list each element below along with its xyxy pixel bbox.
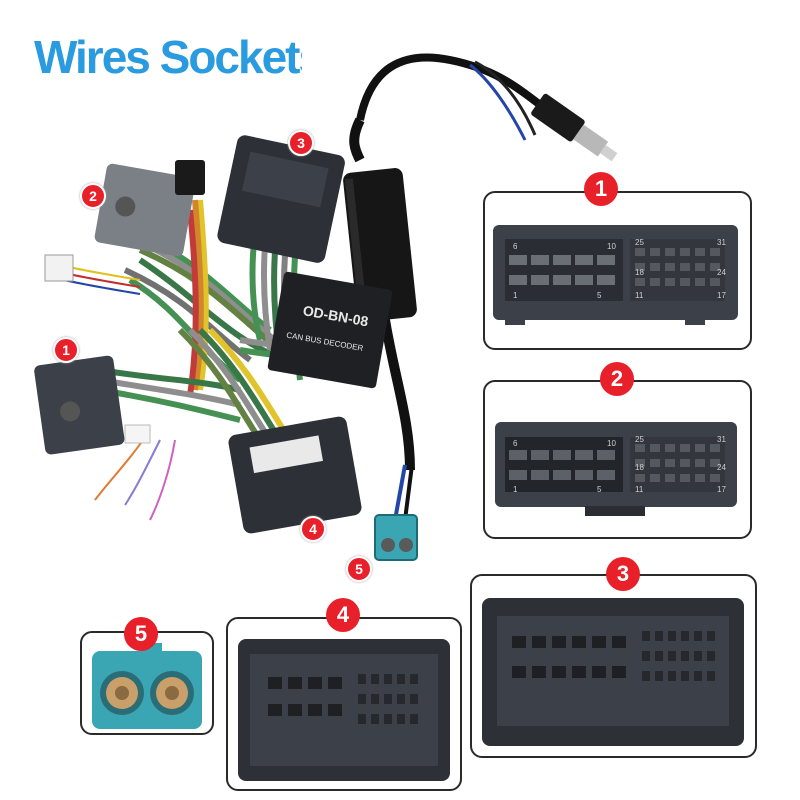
c1-label-31: 31: [717, 238, 726, 247]
c1-label-11: 11: [635, 291, 644, 300]
connector-3-illustration: [482, 598, 744, 746]
panel-connector-3: [470, 574, 757, 758]
c2-label-25: 25: [635, 435, 644, 444]
c2-label-17: 17: [717, 485, 726, 494]
badge-1-small: 1: [53, 337, 79, 363]
c2-label-18: 18: [635, 463, 644, 472]
c1-label-18: 18: [635, 268, 644, 277]
c2-label-11: 11: [635, 485, 644, 494]
c2-label-24: 24: [717, 463, 726, 472]
c1-label-6: 6: [513, 242, 518, 251]
c2-label-31: 31: [717, 435, 726, 444]
panel-connector-2: 6 10 25 31 1 5 11 17 18 24: [483, 380, 752, 539]
badge-3-small: 3: [288, 130, 314, 156]
c1-label-1: 1: [513, 291, 518, 300]
c2-label-10: 10: [607, 439, 616, 448]
badge-1: 1: [584, 172, 618, 206]
connector-1-illustration: 6 10 25 31 1 5 11 17 18 24: [493, 225, 738, 325]
page-title: Wires Sockets: [34, 31, 302, 83]
badge-3: 3: [606, 557, 640, 591]
c1-label-10: 10: [607, 242, 616, 251]
c2-label-6: 6: [513, 439, 518, 448]
c2-label-1: 1: [513, 485, 518, 494]
connector-5-illustration: [92, 643, 202, 729]
badge-4: 4: [326, 598, 360, 632]
connector-2-illustration: 6 10 25 31 1 5 11 17 18 24: [495, 422, 737, 516]
c1-label-25: 25: [635, 238, 644, 247]
badge-5-small: 5: [346, 556, 372, 582]
c1-label-24: 24: [717, 268, 726, 277]
c2-label-5: 5: [597, 485, 602, 494]
badge-2: 2: [600, 362, 634, 396]
panel-connector-4: [226, 617, 462, 791]
c1-label-17: 17: [717, 291, 726, 300]
panel-connector-1: 6 10 25 31 1 5 11 17 18 24: [483, 191, 752, 350]
panel-connector-5: [80, 631, 214, 735]
badge-2-small: 2: [80, 183, 106, 209]
connector-4-illustration: [238, 639, 450, 781]
badge-4-small: 4: [300, 516, 326, 542]
badge-5: 5: [124, 617, 158, 651]
c1-label-5: 5: [597, 291, 602, 300]
